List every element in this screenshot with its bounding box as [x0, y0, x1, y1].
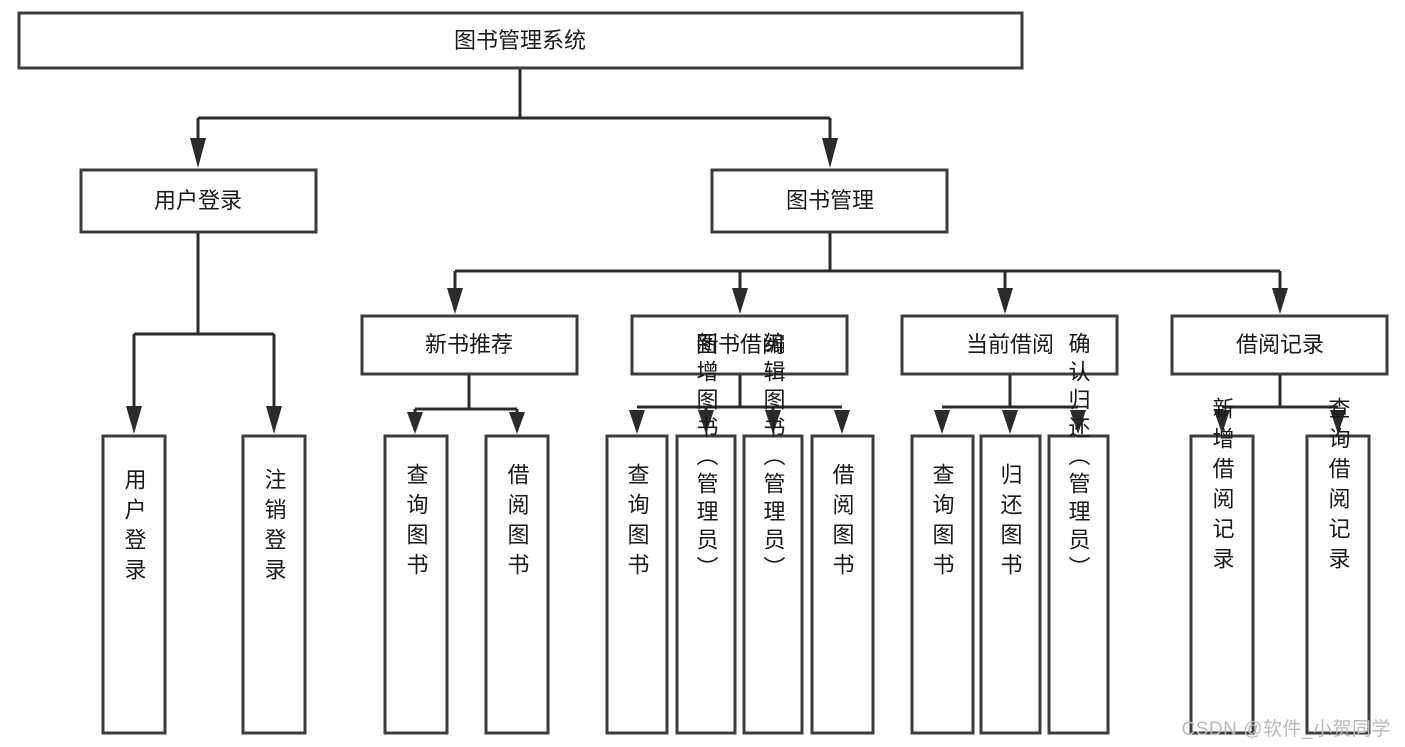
leaf-node-add-book-admin-label: 新增图书（管理员）	[694, 332, 719, 584]
arrowhead-leaf-3-icon	[407, 412, 423, 434]
leaf-node-query-borrow-record[interactable]: 查询借阅记录	[1305, 397, 1371, 735]
node-user-login-box[interactable]	[79, 168, 318, 234]
leaf-node-add-borrow-record-label: 新增借阅记录	[1210, 397, 1235, 577]
arrowhead-leaf-12-icon	[1214, 410, 1230, 434]
arrowhead-leaf-2-icon	[266, 406, 282, 434]
node-book-management-label: 图书管理	[786, 188, 874, 213]
arrowhead-leaf-5-icon	[629, 410, 645, 434]
leaf-node-add-book-admin-box[interactable]	[675, 434, 737, 735]
arrowhead-leaf-1-icon	[126, 406, 142, 434]
arrowhead-l3-4-icon	[1272, 288, 1288, 314]
connector-group-l3-2-to-leaves	[629, 374, 850, 434]
arrowhead-leaf-11-icon	[1070, 410, 1086, 434]
node-book-management-box[interactable]	[710, 168, 949, 234]
node-book-management[interactable]: 图书管理	[710, 168, 949, 234]
arrowhead-leaf-7-icon	[765, 410, 781, 434]
node-book-borrow[interactable]: 图书借阅	[630, 314, 849, 376]
connector-group-l3-1-to-leaves	[407, 374, 525, 434]
leaf-node-borrow-book-recommend-box[interactable]	[484, 434, 550, 735]
leaf-node-borrow-book-box[interactable]	[810, 434, 875, 735]
node-borrow-record-label: 借阅记录	[1236, 332, 1324, 357]
leaf-node-confirm-return-admin[interactable]: 确认归还（管理员）	[1047, 332, 1110, 735]
node-current-borrow-label: 当前借阅	[966, 332, 1054, 357]
leaf-node-edit-book-admin-label: 编辑图书（管理员）	[761, 332, 786, 584]
node-new-book-recommend-label: 新书推荐	[425, 332, 513, 357]
node-root-label: 图书管理系统	[454, 28, 586, 53]
leaf-node-return-book-label: 归还图书	[998, 463, 1023, 583]
node-book-borrow-box[interactable]	[630, 314, 849, 376]
leaf-node-borrow-book-label: 借阅图书	[830, 463, 855, 583]
node-root[interactable]: 图书管理系统	[17, 11, 1024, 70]
node-user-login-label: 用户登录	[154, 188, 242, 213]
leaf-node-edit-book-admin-box[interactable]	[742, 434, 804, 735]
arrowhead-leaf-6-icon	[698, 410, 714, 434]
arrowhead-l3-3-icon	[997, 288, 1013, 314]
leaf-node-return-book-box[interactable]	[979, 434, 1042, 735]
arrowhead-l2-2-icon	[822, 138, 838, 168]
arrowhead-leaf-10-icon	[1002, 410, 1018, 434]
node-new-book-recommend-box[interactable]	[360, 314, 579, 376]
leaf-node-return-book[interactable]: 归还图书	[979, 434, 1042, 735]
node-borrow-record-box[interactable]	[1170, 314, 1389, 376]
leaf-node-borrow-book[interactable]: 借阅图书	[810, 434, 875, 735]
node-borrow-record[interactable]: 借阅记录	[1170, 314, 1389, 376]
leaf-node-query-book-current-label: 查询图书	[930, 463, 955, 583]
leaf-node-borrow-book-recommend-label: 借阅图书	[505, 463, 530, 583]
leaf-node-user-login[interactable]: 用户登录	[101, 434, 167, 735]
arrowhead-leaf-4-icon	[509, 412, 525, 434]
leaf-node-query-book-current-box[interactable]	[910, 434, 975, 735]
arrowhead-leaf-13-icon	[1330, 410, 1346, 434]
leaf-node-logout-box[interactable]	[241, 434, 307, 735]
node-current-borrow[interactable]: 当前借阅	[900, 314, 1119, 376]
leaf-node-add-book-admin[interactable]: 新增图书（管理员）	[675, 332, 737, 735]
leaf-node-borrow-book-recommend[interactable]: 借阅图书	[484, 434, 550, 735]
leaf-node-add-borrow-record[interactable]: 新增借阅记录	[1189, 397, 1255, 735]
node-new-book-recommend[interactable]: 新书推荐	[360, 314, 579, 376]
leaf-node-edit-book-admin[interactable]: 编辑图书（管理员）	[742, 332, 804, 735]
connector-group-l2-1-to-leaves	[126, 232, 282, 434]
leaf-node-query-borrow-record-label: 查询借阅记录	[1326, 397, 1351, 577]
node-book-borrow-label: 图书借阅	[696, 332, 784, 357]
connector-group-root-to-level2	[190, 68, 838, 168]
leaf-node-query-book-recommend-label: 查询图书	[404, 463, 429, 583]
leaf-node-query-book-current[interactable]: 查询图书	[910, 434, 975, 735]
arrowhead-leaf-9-icon	[934, 410, 950, 434]
node-root-box[interactable]	[17, 11, 1024, 70]
connector-group-l3-3-to-leaves	[934, 374, 1086, 434]
leaf-node-query-book-recommend[interactable]: 查询图书	[383, 434, 449, 735]
node-current-borrow-box[interactable]	[900, 314, 1119, 376]
leaf-node-query-book-borrow-box[interactable]	[605, 434, 669, 735]
leaf-node-confirm-return-admin-label: 确认归还（管理员）	[1066, 332, 1091, 584]
leaf-node-logout-label: 注销登录	[262, 468, 287, 588]
csdn-watermark: CSDN @软件_小贺同学	[1181, 719, 1391, 740]
leaf-node-user-login-box[interactable]	[101, 434, 167, 735]
leaf-node-query-book-recommend-box[interactable]	[383, 434, 449, 735]
arrowhead-l3-2-icon	[732, 288, 748, 314]
leaf-node-add-borrow-record-box[interactable]	[1189, 434, 1255, 735]
connector-group-l3-4-to-leaves	[1214, 374, 1346, 434]
leaf-node-user-login-label: 用户登录	[122, 468, 147, 588]
arrowhead-l3-1-icon	[447, 288, 463, 314]
leaf-node-query-borrow-record-box[interactable]	[1305, 434, 1371, 735]
arrowhead-l2-1-icon	[190, 138, 206, 168]
node-user-login[interactable]: 用户登录	[79, 168, 318, 234]
leaf-node-confirm-return-admin-box[interactable]	[1047, 434, 1110, 735]
leaf-node-logout[interactable]: 注销登录	[241, 434, 307, 735]
leaf-node-query-book-borrow-label: 查询图书	[625, 463, 650, 583]
connector-group-l2-2-to-level3	[447, 232, 1288, 314]
leaf-node-query-book-borrow[interactable]: 查询图书	[605, 434, 669, 735]
arrowhead-leaf-8-icon	[834, 410, 850, 434]
